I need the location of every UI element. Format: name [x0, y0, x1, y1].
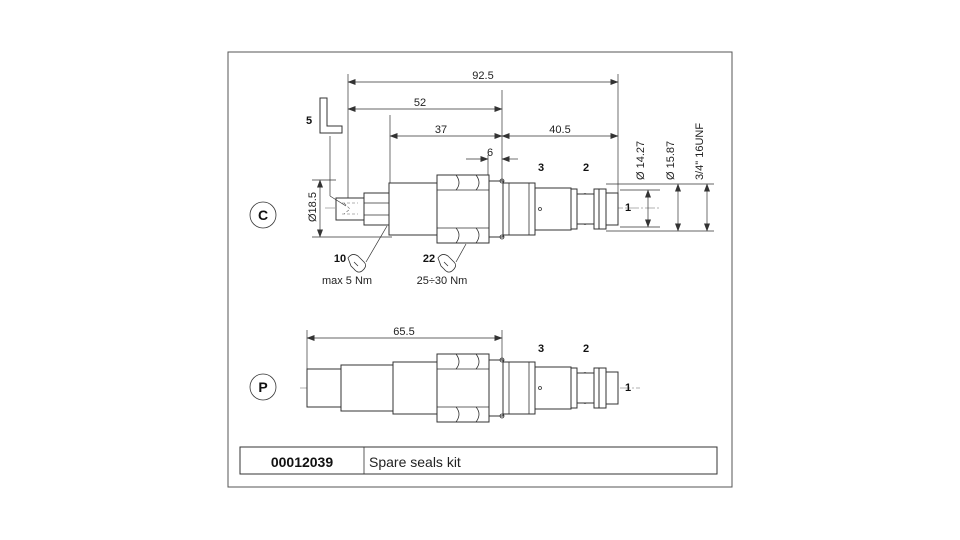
dim-40-5: 40.5	[549, 124, 570, 136]
seal-ring	[598, 188, 607, 230]
hex-nut-p	[436, 353, 490, 423]
dim-dia18-5: Ø18.5	[307, 192, 319, 222]
collar-p	[488, 359, 504, 417]
hex-key-icon	[319, 97, 343, 134]
dim-overall: 92.5	[472, 70, 493, 82]
plug-cap	[306, 368, 342, 408]
cartridge-body	[534, 187, 572, 231]
dim-thread: 3/4" 16UNF	[694, 123, 706, 180]
torque-small: max 5 Nm	[322, 275, 372, 287]
dim-dia15-87: Ø 15.87	[665, 141, 677, 180]
plug-body	[340, 364, 394, 412]
kit-code: 00012039	[271, 454, 334, 470]
cartridge-neck-p	[576, 372, 595, 404]
wrench-22-size: 22	[423, 253, 435, 265]
valve-body	[388, 182, 440, 236]
dim-52: 52	[414, 97, 426, 109]
view-c-badge	[249, 201, 277, 229]
dim-6: 6	[487, 147, 493, 159]
hex-nut	[436, 174, 490, 244]
view-c: C	[249, 70, 714, 287]
dim-65-5: 65.5	[393, 326, 414, 338]
thread-section	[502, 182, 536, 236]
port-3-label-p: 3	[538, 343, 544, 355]
cartridge-nose	[605, 192, 619, 226]
port-2-label: 2	[583, 162, 589, 174]
adjust-screw	[335, 197, 365, 221]
cartridge-neck	[576, 193, 595, 225]
kit-description: Spare seals kit	[369, 454, 461, 470]
wrench-22-icon	[437, 254, 456, 273]
view-p: P 65.5 3 2 1	[249, 326, 640, 423]
wrench-10-size: 10	[334, 253, 346, 265]
port-2-label-p: 2	[583, 343, 589, 355]
drawing-frame	[227, 51, 733, 488]
dim-37: 37	[435, 124, 447, 136]
view-p-badge	[249, 373, 277, 401]
lock-nut	[363, 192, 390, 226]
seal-ring-p	[598, 367, 607, 409]
view-c-label: C	[258, 207, 268, 223]
port-3-hole	[538, 207, 542, 211]
torque-large: 25÷30 Nm	[417, 275, 468, 287]
wrench-10-icon	[347, 254, 366, 273]
collar	[488, 180, 504, 238]
port-1-label: 1	[625, 202, 631, 214]
port-3-label: 3	[538, 162, 544, 174]
valve-body-p	[392, 361, 439, 415]
hex-socket	[342, 202, 358, 215]
view-p-label: P	[258, 379, 267, 395]
dim-dia14-27: Ø 14.27	[635, 141, 647, 180]
hex-key-ref: 5	[306, 115, 312, 127]
port-1-label-p: 1	[625, 382, 631, 394]
thread-section-p	[502, 361, 536, 415]
cartridge-nose-p	[605, 371, 619, 405]
seal-kit-table: 00012039 Spare seals kit	[239, 446, 718, 475]
cartridge-body-p	[534, 366, 572, 410]
